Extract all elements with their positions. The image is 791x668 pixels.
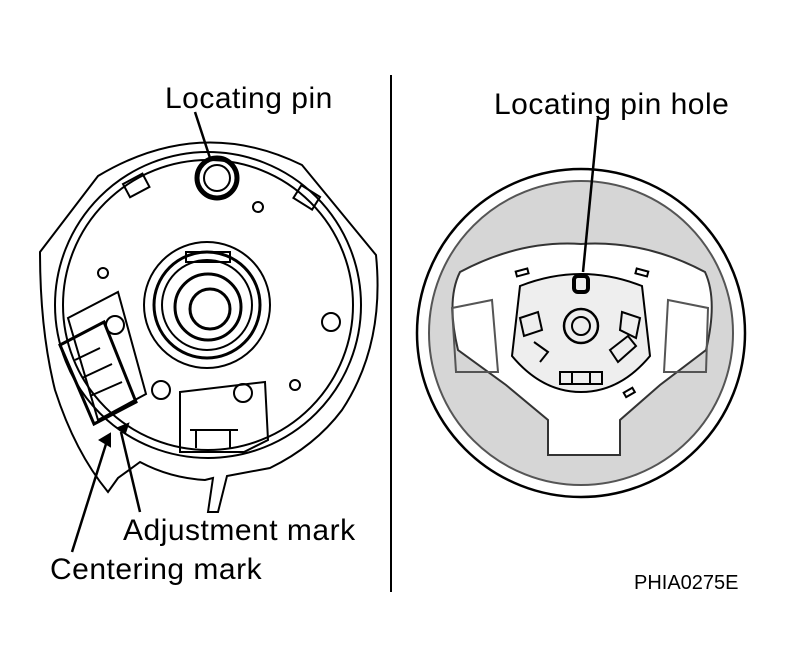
rotor-ring xyxy=(152,250,262,360)
connector-housing xyxy=(179,380,270,453)
locating-pin-hole xyxy=(572,274,590,294)
spoke-slot xyxy=(622,386,637,399)
wheel-rim-outer xyxy=(415,167,747,499)
centering-mark xyxy=(98,432,111,448)
hub-connector xyxy=(608,334,638,364)
side-connector-frame xyxy=(66,290,148,422)
locating-pin-leader xyxy=(193,111,212,159)
centering-mark-leader xyxy=(70,443,108,553)
adjustment-mark-label: Adjustment mark xyxy=(123,514,356,547)
hub-lower-clip xyxy=(559,371,603,385)
rotor-slot xyxy=(185,251,231,263)
wheel-center-boss xyxy=(562,307,600,345)
wheel-right-pad xyxy=(662,298,710,373)
rim-tab xyxy=(292,183,322,211)
spiral-cable-flange xyxy=(38,141,379,513)
hub-bracket-right xyxy=(618,310,642,340)
locating-pin-hole-label: Locating pin hole xyxy=(494,88,730,121)
side-connector-detail xyxy=(74,347,123,397)
screw-hole xyxy=(252,201,264,213)
mounting-boss xyxy=(321,312,341,332)
mounting-boss xyxy=(151,380,171,400)
rotor-hole xyxy=(188,287,232,331)
adjustment-mark-leader xyxy=(119,431,142,513)
wheel-center-hole xyxy=(571,316,591,336)
rim-tab xyxy=(121,172,151,199)
connector-detail xyxy=(190,429,238,448)
spiral-cable-inner-ring xyxy=(62,159,354,451)
adjustment-mark xyxy=(115,422,130,435)
mounting-boss xyxy=(233,383,253,403)
spoke-slot xyxy=(514,267,530,278)
spoke-slot xyxy=(634,267,650,278)
locating-pin-label: Locating pin xyxy=(165,82,333,115)
spiral-cable-view xyxy=(38,111,379,553)
hub-side-clip xyxy=(533,341,550,363)
rotor-hub xyxy=(173,272,243,342)
rotor-ring-inner xyxy=(161,259,253,351)
locating-pin-hole-leader xyxy=(581,117,600,273)
screw-hole xyxy=(289,379,301,391)
hub-bracket-left xyxy=(518,310,544,338)
centering-mark-label: Centering mark xyxy=(50,553,263,586)
figure-code-label: PHIA0275E xyxy=(634,572,739,594)
locating-pin xyxy=(194,155,240,201)
wheel-left-pad xyxy=(450,298,500,373)
screw-hole xyxy=(97,267,109,279)
locating-pin-inner xyxy=(203,164,231,192)
steering-wheel-view xyxy=(415,117,747,499)
rotor-outer xyxy=(143,241,271,369)
side-connector xyxy=(58,319,138,427)
